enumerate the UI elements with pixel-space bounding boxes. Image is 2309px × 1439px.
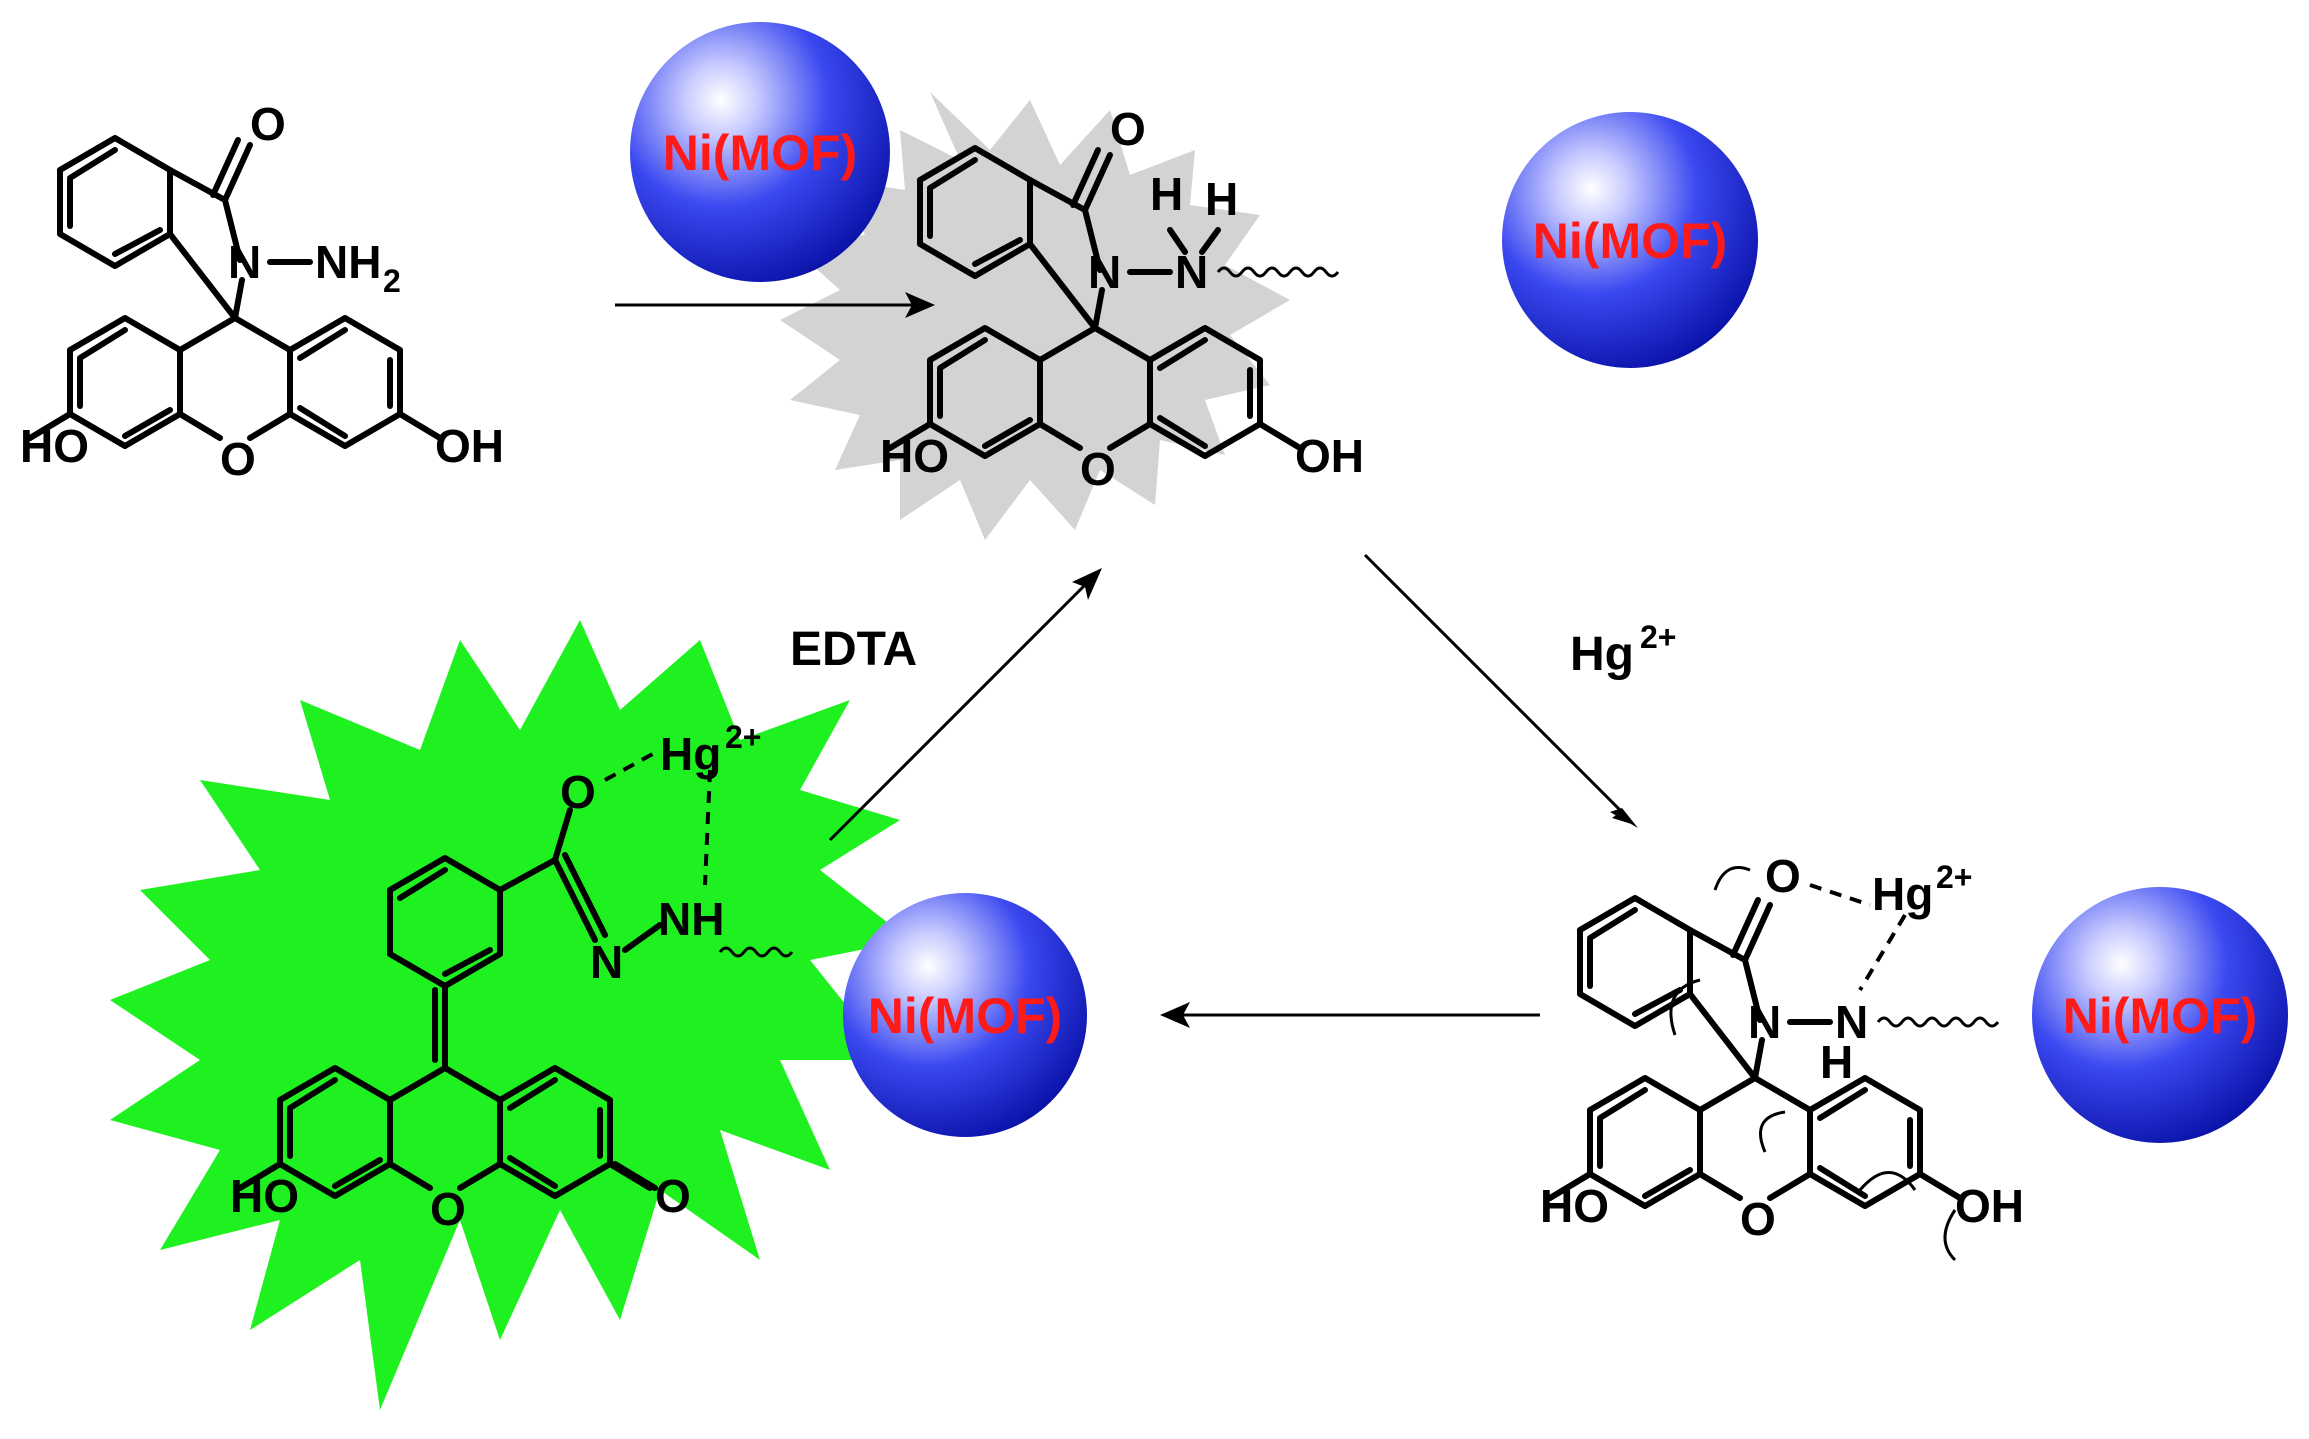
mof-label: Ni(MOF)	[2063, 988, 2257, 1044]
atom-n: N	[1088, 246, 1121, 298]
atom-n: N	[1748, 996, 1781, 1048]
mof-sphere: Ni(MOF)	[2032, 887, 2288, 1143]
fluorescent-burst	[110, 620, 910, 1410]
arrow-hg: Hg 2+	[1363, 553, 1676, 828]
arrow-right	[615, 292, 935, 318]
atom-n2: N	[1835, 996, 1868, 1048]
hg-charge: 2+	[1936, 859, 1972, 895]
mof-sphere: Ni(MOF)	[843, 893, 1087, 1137]
atom-n: N	[590, 936, 623, 988]
arrow-left	[1160, 1002, 1540, 1028]
mof-label: Ni(MOF)	[868, 988, 1062, 1044]
atom-o: O	[250, 98, 286, 150]
atom-oh: OH	[1955, 1180, 2024, 1232]
hg-label: Hg	[1570, 628, 1634, 681]
mof-sphere: Ni(MOF)	[630, 22, 890, 282]
molecule-hg-complex: N O N H Hg 2+ O HO OH	[1540, 850, 2024, 1262]
molecule-probe-mof: N O N H H O HO OH	[880, 103, 1364, 495]
atom-o-bridge: O	[220, 433, 256, 485]
mof-label: Ni(MOF)	[663, 125, 857, 181]
atom-o-bridge: O	[1740, 1193, 1776, 1245]
atom-n: N	[228, 236, 261, 288]
atom-ho: HO	[1540, 1180, 1609, 1232]
atom-o: O	[560, 766, 596, 818]
atom-h2: H	[1205, 173, 1238, 225]
atom-o-bridge: O	[430, 1183, 466, 1235]
atom-o: O	[1110, 103, 1146, 155]
atom-hg: Hg	[1872, 868, 1933, 920]
atom-h: H	[1150, 168, 1183, 220]
atom-o-keto: O	[655, 1170, 691, 1222]
atom-hg: Hg	[660, 728, 721, 780]
atom-o-bridge: O	[1080, 443, 1116, 495]
subscript-2: 2	[383, 263, 401, 299]
atom-h: H	[1820, 1036, 1853, 1088]
edta-label: EDTA	[790, 623, 917, 676]
mof-label: Ni(MOF)	[1533, 213, 1727, 269]
molecule-ring-opened: O N NH Hg 2+ O HO O	[230, 719, 794, 1235]
atom-o: O	[1765, 850, 1801, 902]
atom-ho: HO	[230, 1170, 299, 1222]
atom-oh: OH	[435, 420, 504, 472]
atom-nh: NH	[658, 893, 724, 945]
arrow-edta: EDTA	[790, 568, 1102, 842]
hg-charge: 2+	[1640, 619, 1676, 655]
hg-charge: 2+	[725, 719, 761, 755]
atom-nh: NH	[315, 236, 381, 288]
atom-oh: OH	[1295, 430, 1364, 482]
atom-ho: HO	[880, 430, 949, 482]
atom-ho: HO	[20, 420, 89, 472]
molecule-probe-free: N O NH 2 O HO OH	[20, 98, 504, 485]
mof-sphere: Ni(MOF)	[1502, 112, 1758, 368]
